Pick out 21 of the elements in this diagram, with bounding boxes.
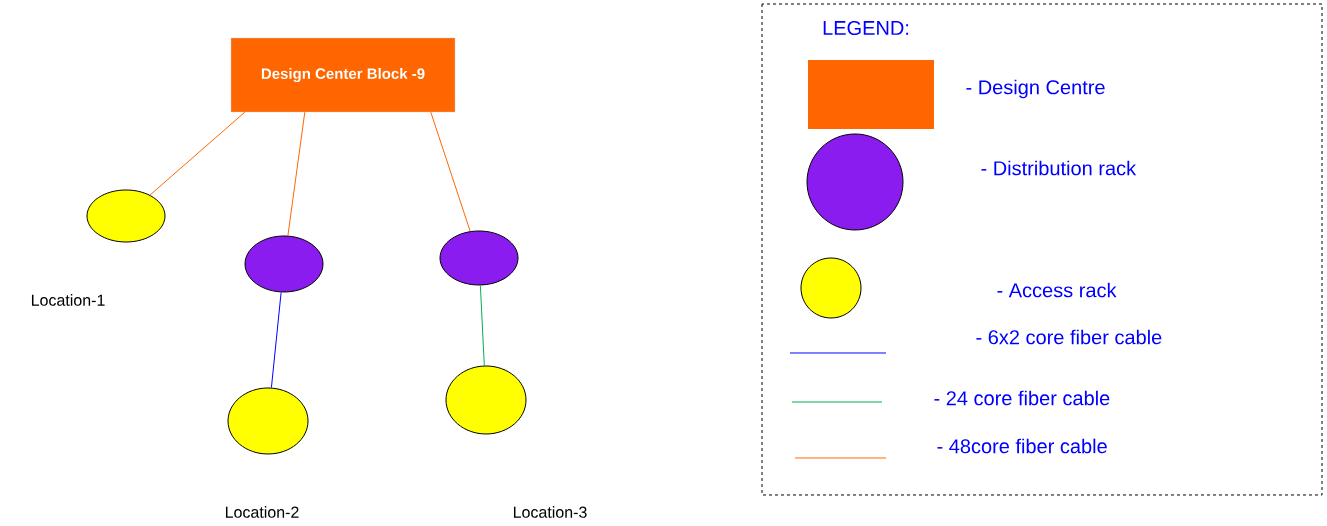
cable-line xyxy=(430,111,471,232)
cable-line xyxy=(149,111,246,196)
access-rack xyxy=(86,189,166,243)
cable-line xyxy=(287,111,306,237)
distribution-rack xyxy=(439,230,519,286)
cable-line xyxy=(479,284,485,366)
legend-item: - 6x2 core fiber cable xyxy=(789,329,1162,354)
legend-item: - 48core fiber cable xyxy=(794,438,1107,459)
legend-item: - Distribution rack xyxy=(806,133,1137,231)
access-rack xyxy=(227,387,309,455)
distribution-rack xyxy=(244,235,324,293)
cable-line xyxy=(270,291,282,389)
legend-heading: LEGEND: xyxy=(823,20,909,36)
design-center-box: Design Center Block -9 xyxy=(230,37,456,113)
location-label: Location-1 xyxy=(31,294,105,306)
legend-text: - Design Centre xyxy=(966,79,1105,99)
legend-item: - Access rack xyxy=(800,257,1117,319)
location-label: Location-2 xyxy=(225,506,299,518)
legend-item: - 24 core fiber cable xyxy=(791,390,1110,406)
access-rack xyxy=(445,365,527,435)
location-label: Location-3 xyxy=(513,506,587,518)
